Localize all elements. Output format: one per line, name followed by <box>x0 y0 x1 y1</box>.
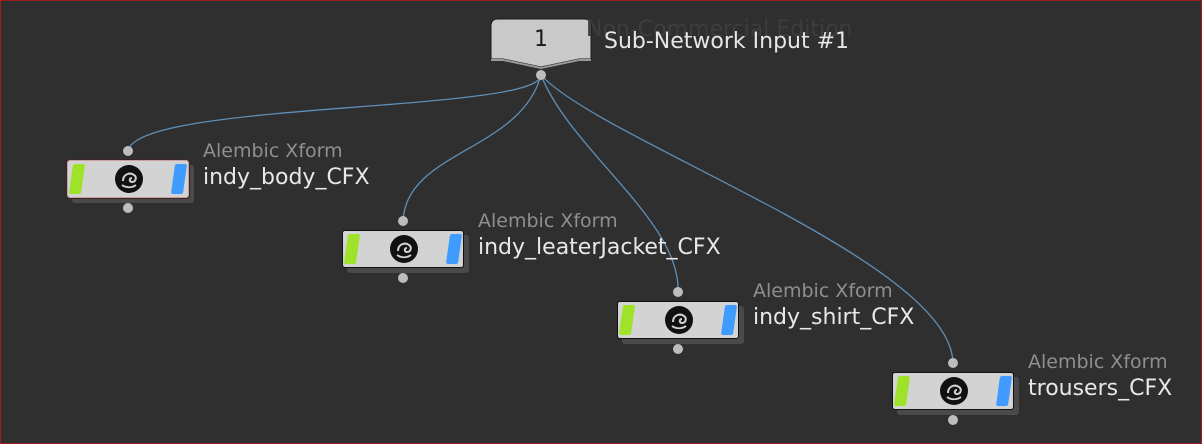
subnet-input-node-shape[interactable] <box>490 18 592 69</box>
node-indy-body[interactable] <box>67 160 194 203</box>
trousers-input-connector[interactable] <box>948 358 958 368</box>
alembic-icon <box>665 306 693 334</box>
node-type-label: Alembic Xform <box>203 140 343 162</box>
alembic-icon <box>390 235 418 263</box>
shirt-output-connector[interactable] <box>673 344 683 354</box>
node-type-label: Alembic Xform <box>1028 351 1168 373</box>
display-flag[interactable] <box>995 376 1013 406</box>
node-name-label: indy_body_CFX <box>203 165 370 190</box>
subnet-input-label: Sub-Network Input #1 <box>604 29 850 54</box>
shirt-input-connector[interactable] <box>673 287 683 297</box>
wire-jacket[interactable] <box>402 74 542 222</box>
node-trousers[interactable] <box>892 372 1019 415</box>
jacket-input-connector[interactable] <box>398 216 408 226</box>
node-indy-shirt[interactable] <box>617 301 744 344</box>
wire-trousers[interactable] <box>540 74 954 364</box>
subnet-input-node[interactable]: 1 <box>491 19 591 67</box>
bypass-flag[interactable] <box>343 234 361 264</box>
wire-body[interactable] <box>127 74 542 152</box>
display-flag[interactable] <box>445 234 463 264</box>
node-name-label: indy_shirt_CFX <box>753 305 915 330</box>
jacket-output-connector[interactable] <box>398 273 408 283</box>
trousers-output-connector[interactable] <box>948 415 958 425</box>
wire-shirt[interactable] <box>540 74 679 293</box>
display-flag[interactable] <box>720 305 738 335</box>
node-type-label: Alembic Xform <box>753 280 893 302</box>
node-type-label: Alembic Xform <box>478 210 618 232</box>
subnet-input-number: 1 <box>534 27 548 52</box>
body-output-connector[interactable] <box>123 203 133 213</box>
edition-watermark: Non-Commercial Edition <box>586 17 853 42</box>
display-flag[interactable] <box>170 164 188 194</box>
bypass-flag[interactable] <box>68 164 86 194</box>
input-output-connector[interactable] <box>536 70 546 80</box>
node-name-label: trousers_CFX <box>1028 376 1173 401</box>
node-name-label: indy_leaterJacket_CFX <box>478 235 721 260</box>
bypass-flag[interactable] <box>618 305 636 335</box>
alembic-icon <box>940 377 968 405</box>
node-indy-leater-jacket[interactable] <box>342 230 469 273</box>
body-input-connector[interactable] <box>123 146 133 156</box>
alembic-icon <box>115 165 143 193</box>
bypass-flag[interactable] <box>893 376 911 406</box>
